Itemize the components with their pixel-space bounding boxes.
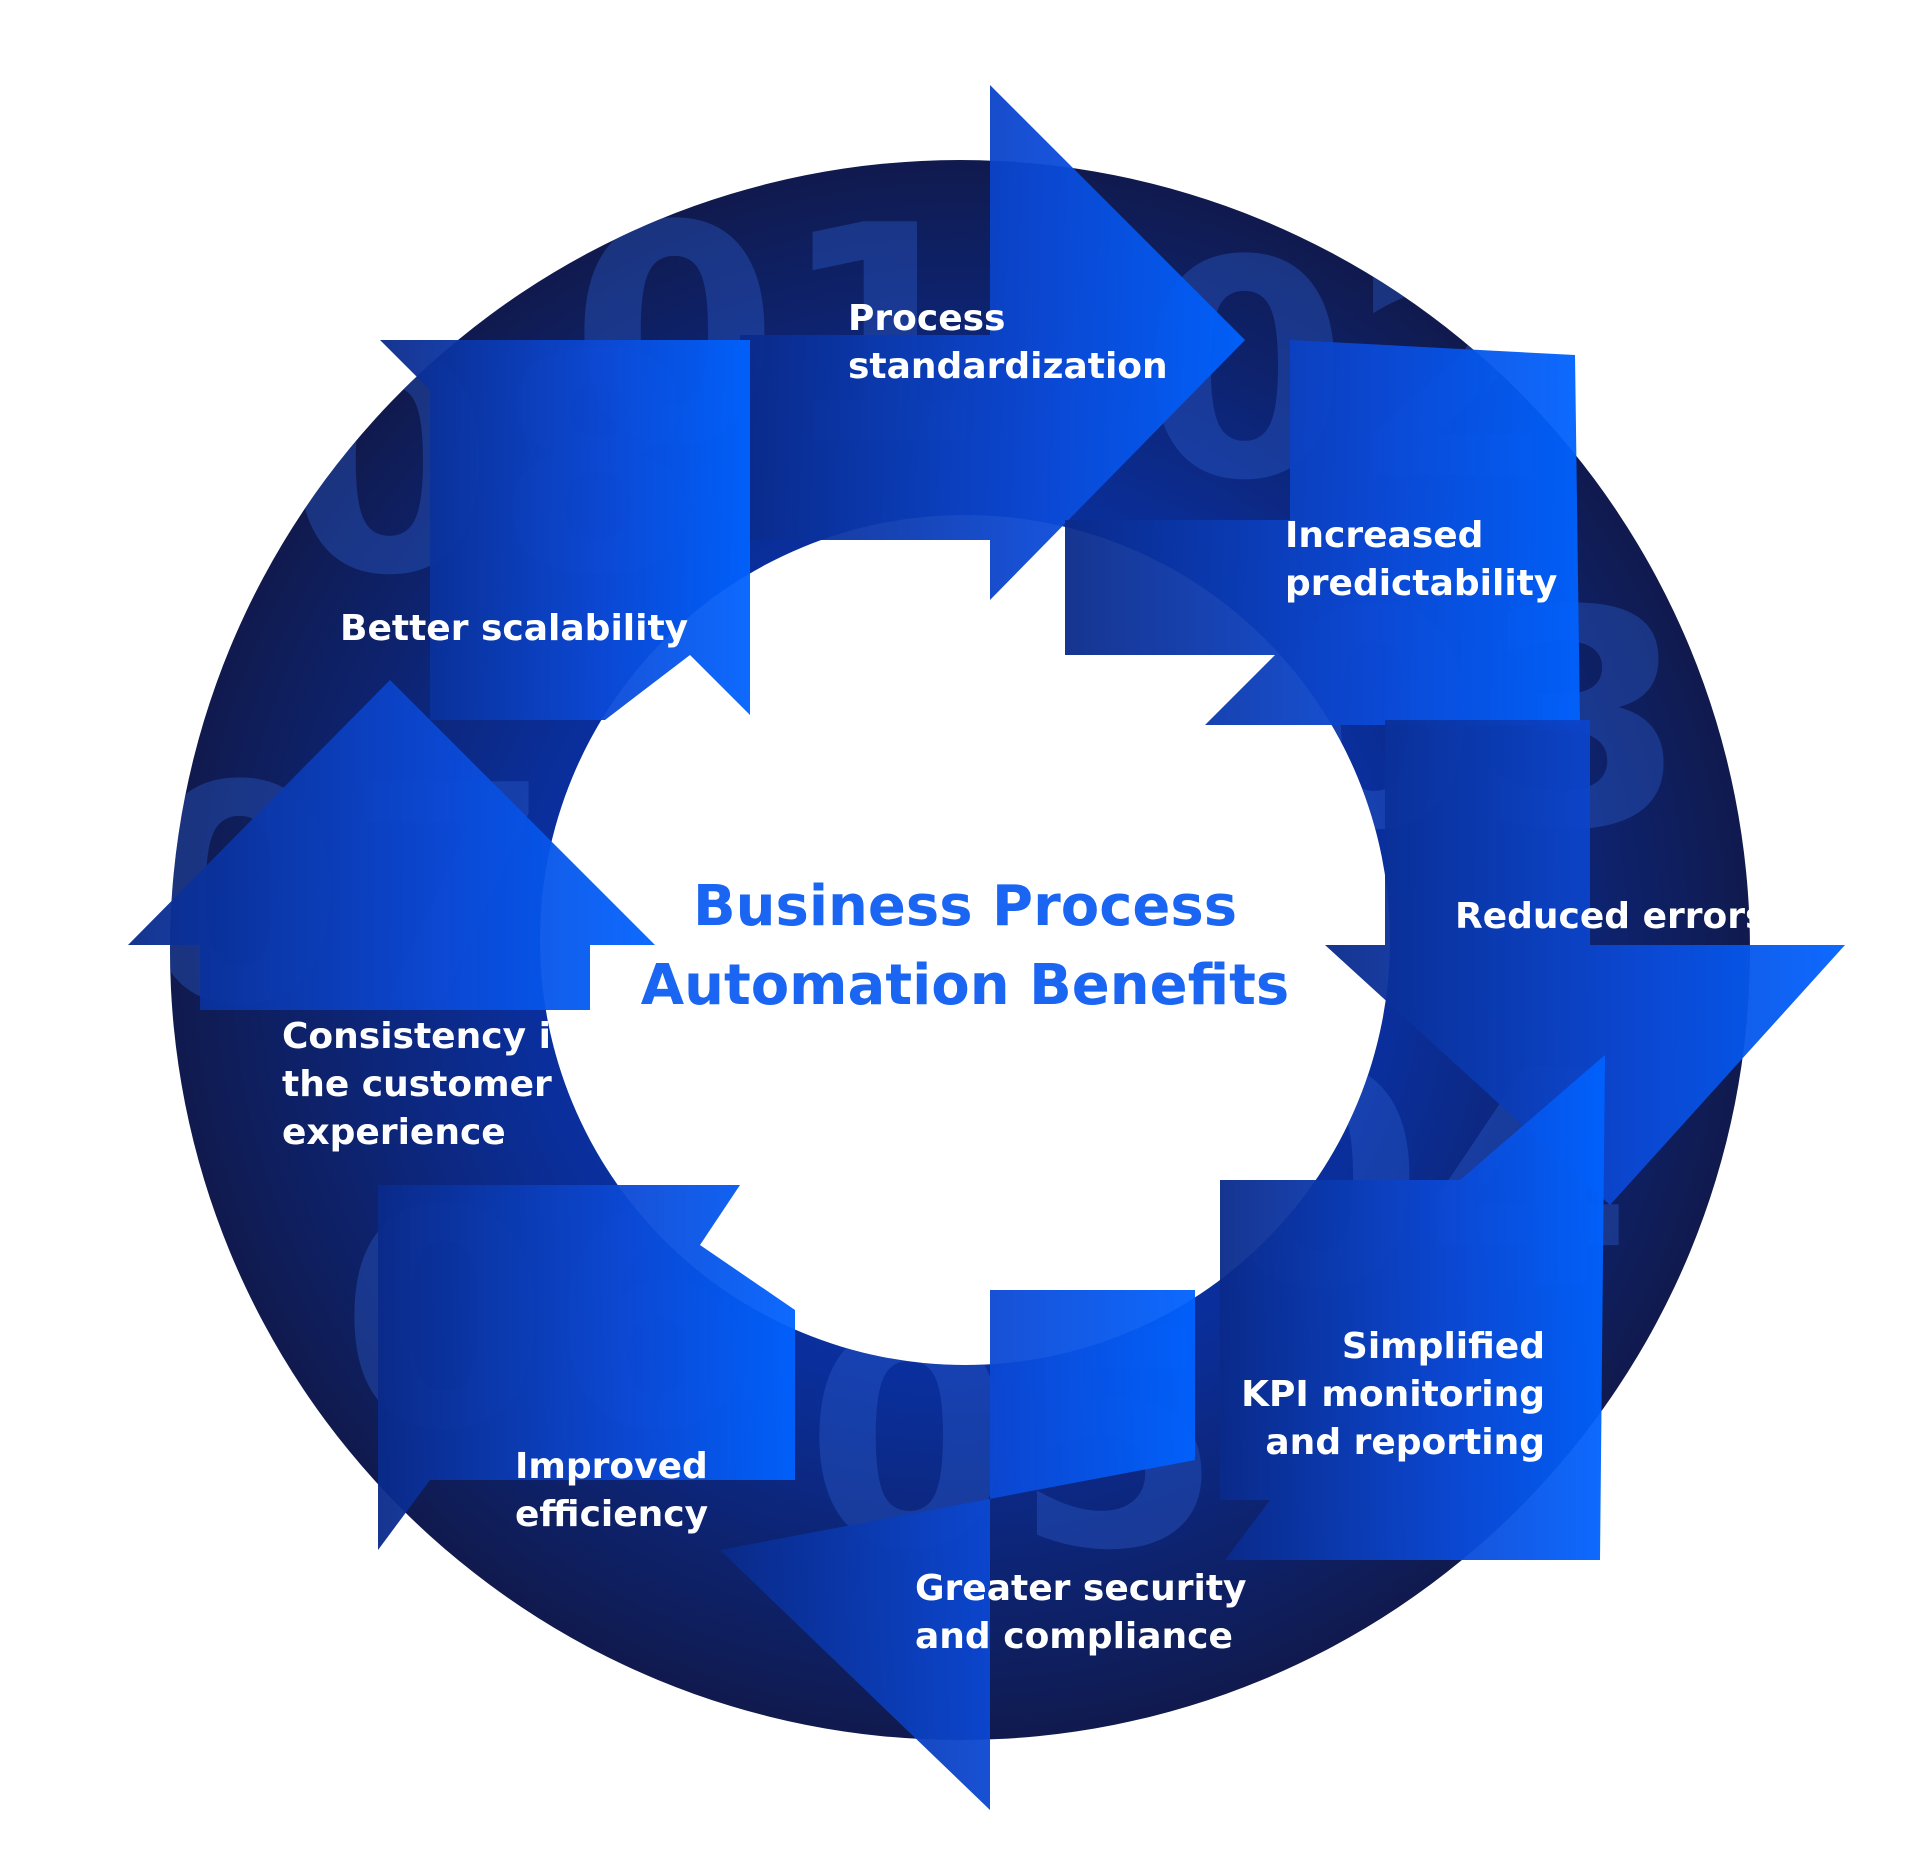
arrow-step-2 [1065,340,1580,725]
arrow-step-6 [378,1185,795,1550]
arrow-step-3 [1325,720,1845,1205]
step-label-3: Reduced errors [1455,896,1766,937]
step-label-2-line-1: Increased [1285,515,1483,556]
step-label-7-line-3: experience [282,1112,506,1153]
step-label-4-line-3: and reporting [1265,1422,1545,1463]
step-label-6-line-1: Improved [515,1446,708,1487]
center-title: Business Process Automation Benefits [641,874,1290,1018]
step-label-5-line-1: Greater security [915,1568,1247,1609]
step-label-8-line-1: Better scalability [340,608,688,649]
step-label-2: Increased predictability [1285,515,1557,604]
step-label-7-line-1: Consistency in [282,1016,577,1057]
step-label-3-line-1: Reduced errors [1455,896,1766,937]
step-label-5-line-2: and compliance [915,1616,1233,1657]
step-label-6: Improved efficiency [515,1446,708,1535]
arrow-step-5 [720,1290,1195,1810]
step-label-1: Process standardization [848,298,1168,387]
arrow-step-4 [1220,1055,1605,1560]
step-label-4-line-1: Simplified [1342,1326,1545,1367]
center-title-line-2: Automation Benefits [641,953,1290,1018]
step-label-4-line-2: KPI monitoring [1241,1374,1545,1415]
step-label-2-line-2: predictability [1285,563,1557,604]
step-label-1-line-1: Process [848,298,1005,339]
step-label-8: Better scalability [340,608,688,649]
step-label-7: Consistency in the customer experience [282,1016,577,1153]
arrow-step-7 [128,680,655,1010]
arrow-step-8 [380,340,750,720]
cycle-arrows [128,85,1845,1810]
center-title-line-1: Business Process [693,874,1237,939]
step-label-5: Greater security and compliance [915,1568,1247,1657]
step-label-6-line-2: efficiency [515,1494,708,1535]
step-label-7-line-2: the customer [282,1064,552,1105]
arrow-step-1 [740,85,1245,600]
step-label-1-line-2: standardization [848,346,1168,387]
